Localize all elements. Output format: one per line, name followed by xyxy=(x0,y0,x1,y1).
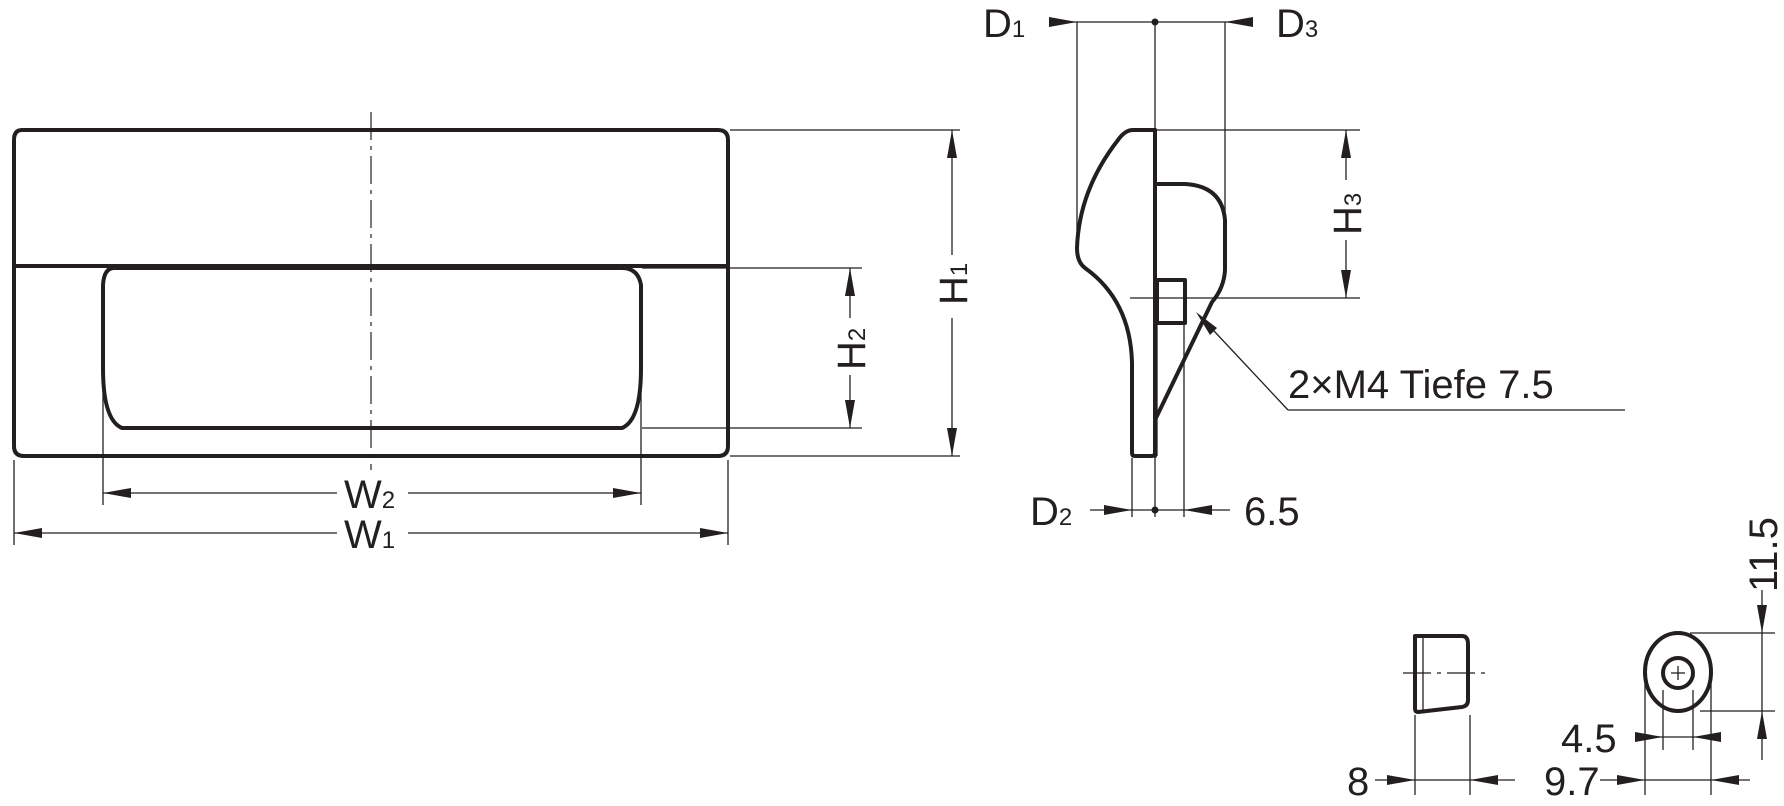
dim-d2-label: D2 xyxy=(1030,490,1072,534)
side-view: D1 D3 H3 D2 6.5 xyxy=(983,2,1625,534)
cap-bore-circle xyxy=(1661,656,1695,690)
dim-45-label: 4.5 xyxy=(1561,717,1617,761)
dim-8: 8 xyxy=(1347,760,1515,804)
dim-d1-d3: D1 D3 xyxy=(983,2,1318,46)
detail-view-cap-front: 4.5 9.7 11.5 xyxy=(1544,517,1784,804)
dim-8-label: 8 xyxy=(1347,760,1369,804)
dim-d3-label: D3 xyxy=(1276,2,1318,46)
dim-h2-label: H2 xyxy=(830,328,874,370)
dim-65-label: 6.5 xyxy=(1244,490,1300,534)
dim-115-label: 11.5 xyxy=(1742,517,1784,592)
dim-w2: W2 xyxy=(103,473,641,517)
dim-97: 9.7 xyxy=(1544,760,1750,804)
dim-d1-label: D1 xyxy=(983,2,1025,46)
thread-leader: 2×M4 Tiefe 7.5 xyxy=(1196,312,1625,411)
dim-h1-label: H1 xyxy=(932,263,976,305)
thread-note-label: 2×M4 Tiefe 7.5 xyxy=(1288,363,1554,407)
dim-97-label: 9.7 xyxy=(1544,760,1600,804)
dim-w1: W1 xyxy=(14,513,728,557)
dim-w1-label: W1 xyxy=(344,513,395,557)
detail-view-cap-side: 8 xyxy=(1347,634,1515,804)
dim-45: 4.5 xyxy=(1561,717,1721,761)
dim-115: 11.5 xyxy=(1742,517,1784,760)
dim-h1: H1 xyxy=(932,130,976,456)
cap-side-outline xyxy=(1413,634,1470,714)
dim-h2: H2 xyxy=(830,268,874,428)
dim-d2-65: D2 6.5 xyxy=(1030,490,1300,534)
dim-h3-label: H3 xyxy=(1326,193,1370,235)
front-view: W2 W1 H1 xyxy=(12,112,976,557)
dim-h3: H3 xyxy=(1326,130,1370,298)
dim-w2-label: W2 xyxy=(344,473,395,517)
side-profile-outline xyxy=(1075,128,1227,458)
handle-body-outline xyxy=(12,128,730,458)
grip-recess-outline xyxy=(101,266,643,430)
thread-hole xyxy=(1155,278,1187,325)
